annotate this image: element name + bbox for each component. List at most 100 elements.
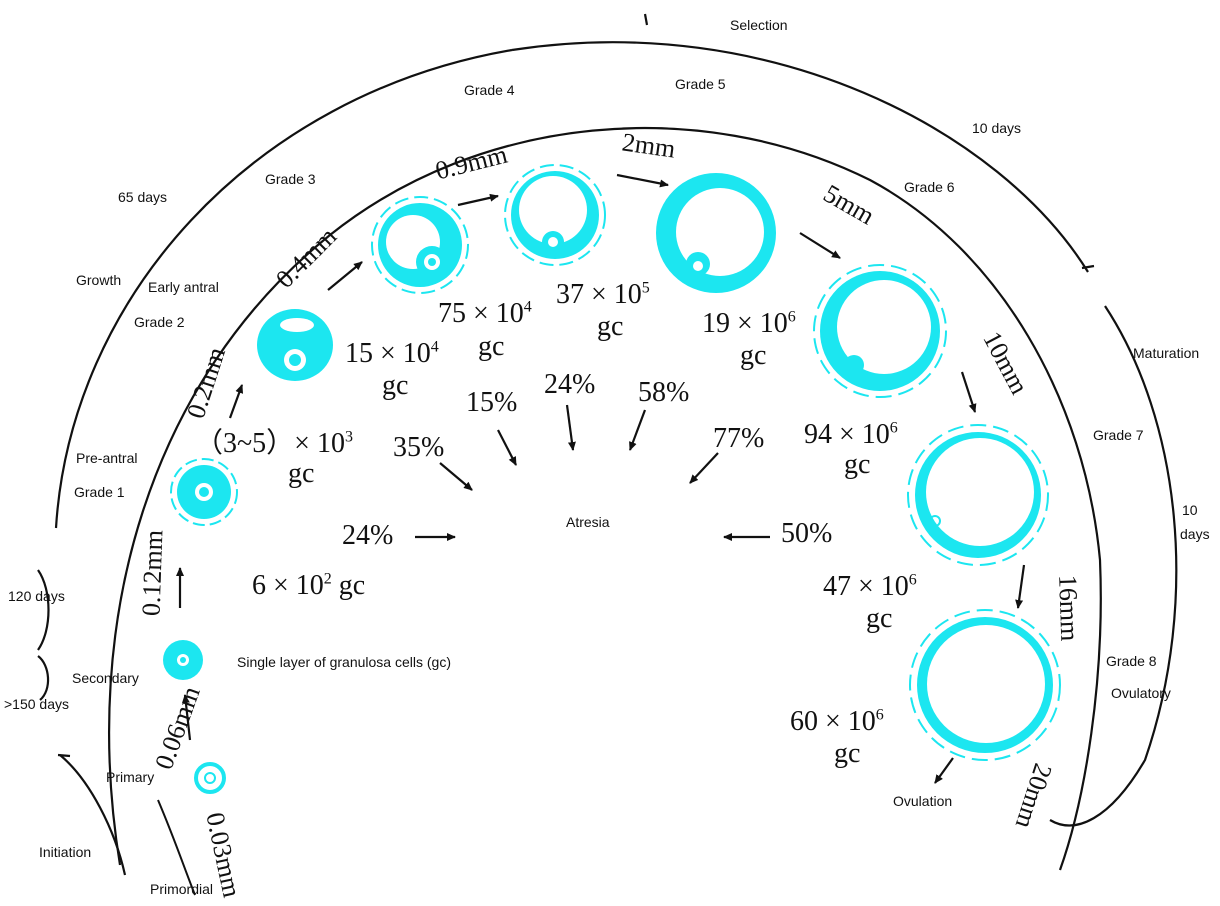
count-6e2: 6 × 102 gc: [252, 570, 366, 601]
label-selection: Selection: [730, 17, 788, 33]
atresia-percent-24-left: 24%: [342, 520, 394, 551]
count-94e6: 94 × 106: [804, 419, 898, 450]
initiation-arc: [59, 754, 127, 876]
follicle-primary: [163, 640, 203, 680]
count-47e6-exp: 6: [908, 571, 917, 589]
count-3-5e3: （3~5）× 103: [195, 428, 353, 459]
count-94e6-base: 94 × 10: [804, 419, 890, 450]
count-6e2-unit: gc: [338, 570, 366, 601]
inner-track-arc: [107, 126, 1102, 871]
count-19e6-exp: 6: [787, 308, 796, 326]
label-grade-5: Grade 5: [675, 76, 726, 92]
label-10-right-num: 10: [1182, 502, 1198, 518]
selection-arc: [511, 41, 1089, 273]
bracket-120: [37, 569, 50, 651]
bracket-150: [37, 655, 50, 701]
count-6e2-base: 6 × 10: [252, 570, 324, 601]
label-single-layer: Single layer of granulosa cells (gc): [237, 654, 451, 670]
count-47e6-unit: gc: [866, 603, 893, 634]
atresia-percent-50: 50%: [781, 518, 833, 549]
label-growth: Growth: [76, 272, 122, 288]
arrow-antral-to-grade4: [457, 193, 499, 207]
inner-track-tail: [157, 799, 196, 896]
label-150-days: >150 days: [4, 696, 69, 712]
follicles: [163, 164, 1061, 794]
label-65-days: 65 days: [118, 189, 168, 205]
size-16mm: 16mm: [1053, 574, 1085, 642]
label-grade-8: Grade 8: [1106, 653, 1157, 669]
arrow-grade5-to-grade6: [799, 232, 841, 259]
label-atresia: Atresia: [566, 514, 610, 530]
growth-arc: [54, 48, 513, 529]
count-15e4: 15 × 104: [345, 338, 439, 369]
follicle-grade7: [907, 424, 1049, 566]
count-3-5e3-unit: gc: [288, 458, 315, 489]
stage-arcs: [37, 13, 1178, 876]
count-19e6-base: 19 × 10: [702, 308, 788, 339]
follicle-grade4: [504, 164, 606, 266]
count-75e4-exp: 4: [523, 298, 532, 316]
label-pre-antral: Pre-antral: [76, 450, 138, 466]
label-primary: Primary: [106, 769, 155, 785]
selection-tick-right: [1081, 264, 1095, 270]
count-60e6-base: 60 × 10: [790, 706, 876, 737]
arrow-secondary-to-preantral: [228, 384, 244, 419]
label-ovulatory: Ovulatory: [1111, 685, 1171, 701]
count-75e4: 75 × 104: [438, 298, 532, 329]
count-3-5e3-base: （3~5）× 10: [195, 428, 345, 459]
progression-arrows: [176, 173, 1026, 784]
label-early-antral: Early antral: [148, 279, 219, 295]
atresia-arrow-15: [497, 429, 517, 466]
label-grade-3: Grade 3: [265, 171, 316, 187]
count-19e6: 19 × 106: [702, 308, 796, 339]
count-37e5-exp: 5: [641, 279, 650, 297]
atresia-percent-35: 35%: [393, 432, 445, 463]
label-120-days: 120 days: [8, 588, 65, 604]
label-grade-6: Grade 6: [904, 179, 955, 195]
count-94e6-unit: gc: [844, 449, 871, 480]
label-10-right-unit: days: [1180, 526, 1210, 542]
follicle-early-antral: [371, 196, 469, 294]
atresia-percent-58: 58%: [638, 377, 690, 408]
count-75e4-base: 75 × 10: [438, 298, 524, 329]
atresia-arrow-58: [628, 409, 647, 451]
count-15e4-base: 15 × 10: [345, 338, 431, 369]
atresia-percent-15: 15%: [466, 387, 518, 418]
count-60e6-unit: gc: [834, 738, 861, 769]
follicle-preantral: [257, 309, 333, 381]
atresia-percent-77: 77%: [713, 423, 765, 454]
label-secondary: Secondary: [72, 670, 139, 686]
follicle-grade5: [656, 173, 776, 293]
arrow-preantral-to-antral: [327, 261, 363, 291]
atresia-percent-24-top: 24%: [544, 369, 596, 400]
label-grade-4: Grade 4: [464, 82, 515, 98]
arrow-grade4-to-grade5: [616, 173, 669, 188]
count-60e6-exp: 6: [875, 706, 884, 724]
arrow-grade7-to-grade8: [1015, 564, 1026, 609]
count-19e6-unit: gc: [740, 340, 767, 371]
label-grade-1: Grade 1: [74, 484, 125, 500]
arrow-grade6-to-grade7: [960, 371, 977, 413]
atresia-arrow-35: [439, 462, 473, 491]
label-primordial: Primordial: [150, 881, 214, 897]
count-60e6: 60 × 106: [790, 706, 884, 737]
count-37e5-unit: gc: [597, 311, 624, 342]
label-grade-2: Grade 2: [134, 314, 185, 330]
follicle-primordial: [194, 762, 226, 794]
count-15e4-exp: 4: [430, 338, 439, 356]
arrow-primordial-to-primary: [181, 694, 192, 741]
atresia-arrow-24-top: [565, 404, 576, 451]
count-47e6: 47 × 106: [823, 571, 917, 601]
label-maturation: Maturation: [1133, 345, 1200, 361]
follicle-grade6: [813, 264, 947, 398]
count-6e2-exp: 2: [323, 570, 332, 588]
label-ovulation: Ovulation: [893, 793, 953, 809]
count-3-5e3-exp: 3: [344, 428, 353, 446]
arrow-ovulation: [934, 757, 954, 784]
atresia-arrow-77: [689, 452, 719, 484]
atresia-arrows: [415, 404, 770, 541]
count-94e6-exp: 6: [889, 419, 898, 437]
count-15e4-unit: gc: [382, 370, 409, 401]
